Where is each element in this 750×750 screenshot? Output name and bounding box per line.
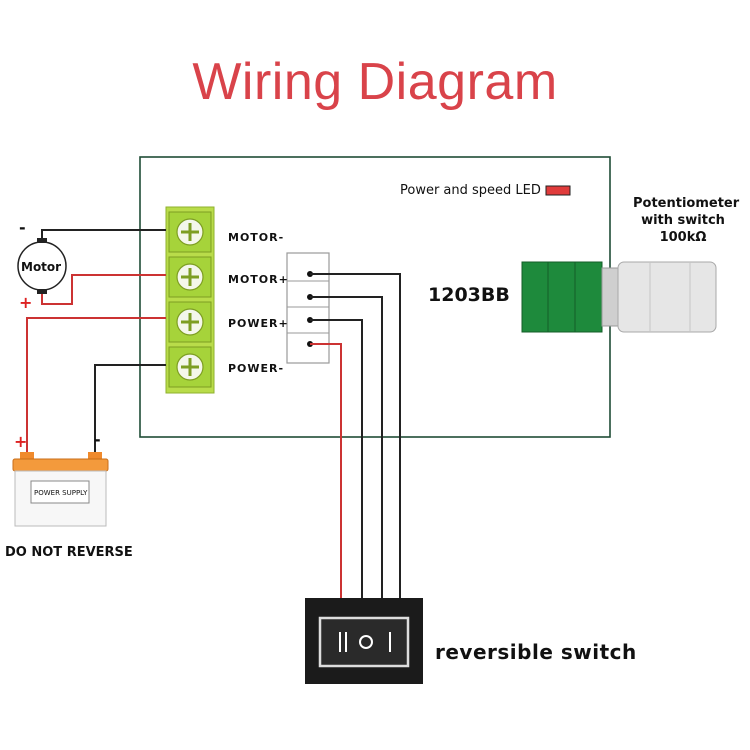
switch-wires xyxy=(310,273,401,598)
wire-power-minus xyxy=(94,364,166,457)
terminal-label-power-minus: POWER- xyxy=(228,362,285,375)
motor xyxy=(17,238,67,294)
reversible-switch xyxy=(305,598,423,684)
potentiometer xyxy=(521,261,717,333)
wire-switch-3 xyxy=(310,319,363,598)
do-not-reverse-warning: DO NOT REVERSE xyxy=(5,545,133,560)
led-indicator xyxy=(545,185,571,196)
board-wires xyxy=(26,229,166,457)
terminal-label-power-plus: POWER+ xyxy=(228,317,289,330)
board-model-label: 1203BB xyxy=(428,284,510,306)
wire-power-plus xyxy=(26,317,166,457)
terminal-screw-motor-plus xyxy=(168,256,212,298)
potentiometer-label-line-1: Potentiometer xyxy=(633,196,740,211)
potentiometer-label-line-3: 100kΩ xyxy=(659,230,707,245)
wire-switch-1 xyxy=(310,273,401,598)
reversible-switch-label: reversible switch xyxy=(435,640,637,664)
terminal-label-motor-plus: MOTOR+ xyxy=(228,273,289,286)
motor-minus-sign: - xyxy=(19,218,26,237)
power-supply xyxy=(12,452,109,527)
terminal-label-motor-minus: MOTOR- xyxy=(228,231,285,244)
motor-plus-sign: + xyxy=(19,293,33,312)
potentiometer-label: Potentiometer with switch 100kΩ xyxy=(633,195,740,246)
terminal-screw-power-plus xyxy=(168,301,212,343)
led-label: Power and speed LED xyxy=(400,183,541,198)
terminal-screw-motor-minus xyxy=(168,211,212,253)
terminal-screws xyxy=(168,211,212,388)
diagram-title: Wiring Diagram xyxy=(192,53,558,111)
motor-label: Motor xyxy=(21,260,62,274)
switch-connector xyxy=(286,252,330,364)
power-supply-label: POWER SUPPLY xyxy=(34,489,88,497)
wire-motor-minus xyxy=(41,229,166,238)
power-minus-sign: - xyxy=(94,430,101,449)
wire-switch-2 xyxy=(310,296,383,598)
wire-switch-4 xyxy=(310,343,342,598)
potentiometer-label-line-2: with switch xyxy=(641,213,725,228)
wire-motor-plus xyxy=(41,274,166,305)
power-plus-sign: + xyxy=(14,432,28,451)
terminal-screw-power-minus xyxy=(168,346,212,388)
